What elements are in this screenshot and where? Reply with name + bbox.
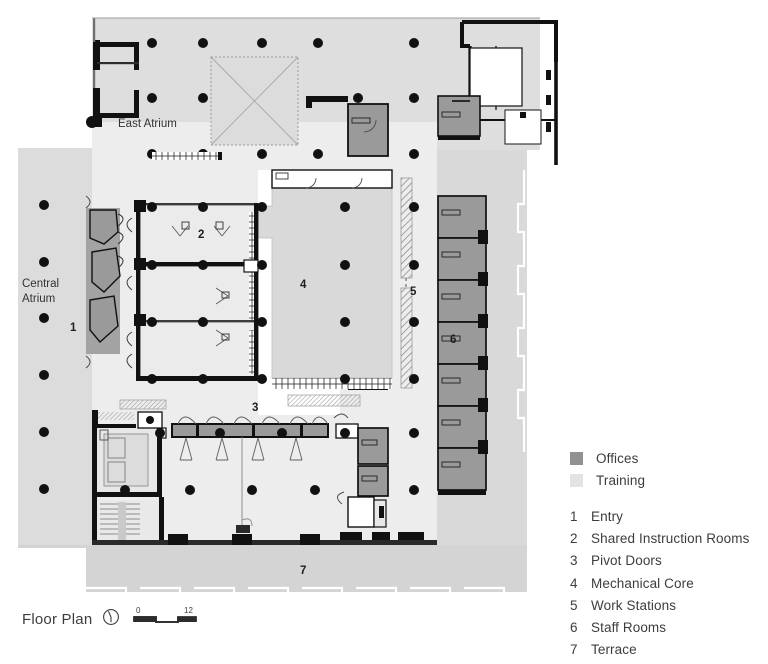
training-swatch-label: Training: [596, 472, 646, 488]
plan-label-east-atrium: East Atrium: [118, 118, 177, 130]
legend-key-number: 5: [570, 597, 578, 613]
legend-key-label: Staff Rooms: [591, 619, 667, 635]
north-arrow-icon: [102, 608, 120, 631]
scale-max-label: 12: [184, 606, 193, 615]
legend-swatch-row: Offices: [570, 448, 766, 468]
legend-key-list: 1 Entry 2 Shared Instruction Rooms 3 Piv…: [570, 509, 766, 664]
plan-label-central-atrium-2: Atrium: [22, 293, 55, 305]
scale-min-label: 0: [136, 606, 141, 615]
training-swatch-icon: [570, 473, 583, 487]
plan-marker-5: 5: [410, 286, 417, 298]
legend-key-number: 1: [570, 509, 578, 524]
legend-key-item: 7 Terrace: [570, 642, 766, 664]
legend-key-item: 3 Pivot Doors: [570, 553, 766, 575]
legend-key-item: 6 Staff Rooms: [570, 620, 766, 642]
legend: Offices Training 1 Entry 2 Shared Instru…: [570, 448, 766, 664]
legend-key-label: Mechanical Core: [591, 575, 694, 591]
offices-swatch-label: Offices: [596, 450, 639, 466]
floor-plan-drawing: East Atrium Central Atrium 1 2 3 4 5 6 7: [18, 17, 558, 592]
legend-key-label: Shared Instruction Rooms: [591, 531, 750, 547]
plan-marker-3: 3: [252, 402, 258, 414]
figure-caption: Floor Plan 0 12: [22, 604, 204, 635]
legend-key-number: 7: [570, 642, 578, 658]
plan-marker-6: 6: [450, 334, 456, 346]
plan-marker-4: 4: [300, 279, 307, 291]
plan-label-central-atrium-1: Central: [22, 278, 59, 290]
legend-key-number: 6: [570, 619, 578, 635]
legend-key-label: Entry: [591, 509, 624, 524]
legend-key-item: 5 Work Stations: [570, 598, 766, 620]
plan-marker-2: 2: [198, 229, 204, 241]
legend-key-number: 2: [570, 531, 578, 547]
legend-key-number: 3: [570, 553, 578, 569]
plan-marker-1: 1: [70, 322, 77, 334]
legend-key-item: 1 Entry: [570, 509, 766, 531]
legend-key-label: Pivot Doors: [591, 553, 662, 569]
legend-key-number: 4: [570, 575, 578, 591]
offices-swatch-icon: [570, 451, 583, 465]
legend-key-label: Work Stations: [591, 597, 677, 613]
legend-key-label: Terrace: [591, 642, 637, 658]
plan-marker-7: 7: [300, 565, 306, 577]
scale-bar: 0 12: [126, 604, 204, 635]
legend-swatch-row: Training: [570, 470, 766, 490]
legend-key-item: 2 Shared Instruction Rooms: [570, 531, 766, 553]
legend-key-item: 4 Mechanical Core: [570, 576, 766, 598]
plan-title: Floor Plan: [22, 611, 93, 628]
